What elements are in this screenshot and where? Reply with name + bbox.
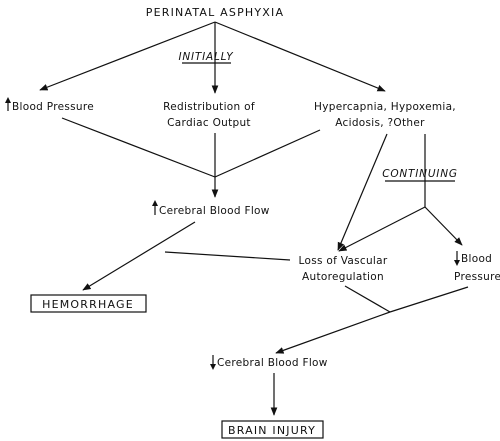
- line-bp-up-to-cbf: [61, 117, 216, 178]
- up-arrow-icon: [5, 97, 11, 111]
- hypercapnia-label-line2: Acidosis, ?Other: [335, 117, 425, 129]
- cerebral-blood-flow-up-label: Cerebral Blood Flow: [159, 205, 270, 217]
- arrow-junction-to-cbf-down: [275, 311, 391, 354]
- arrow-to-hypercapnia: [214, 21, 386, 92]
- line-loss-to-junction: [344, 285, 391, 313]
- blood-pressure-up-label: Blood Pressure: [12, 101, 94, 113]
- redistribution-label-line2: Cardiac Output: [167, 117, 251, 129]
- brain-injury-box: [221, 420, 324, 439]
- cerebral-blood-flow-down-label: Cerebral Blood Flow: [217, 357, 328, 369]
- loss-of-vascular-label-line1: Loss of Vascular: [299, 255, 388, 267]
- line-bp-down-to-junction: [389, 286, 469, 313]
- arrow-cbf-to-hemorrhage: [82, 221, 196, 291]
- arrow-continuing-to-loss: [338, 206, 426, 252]
- hemorrhage-label: HEMORRHAGE: [42, 298, 134, 311]
- arrow-continuing-to-bp-down: [424, 206, 463, 246]
- blood-pressure-down-label-line2: Pressure: [454, 271, 500, 283]
- redistribution-label-line1: Redistribution of: [163, 101, 255, 113]
- blood-pressure-down-label-line1: Blood: [461, 253, 492, 265]
- hypercapnia-label-line1: Hypercapnia, Hypoxemia,: [314, 101, 456, 113]
- brain-injury-label: BRAIN INJURY: [228, 424, 316, 437]
- hemorrhage-box: [30, 294, 147, 313]
- line-hypercapnia-to-cbf: [214, 129, 321, 178]
- loss-of-vascular-label-line2: Autoregulation: [302, 271, 384, 283]
- initially-label: INITIALLY: [178, 51, 234, 63]
- perinatal-asphyxia-label: PERINATAL ASPHYXIA: [146, 6, 284, 19]
- line-loss-to-hemorrhage: [164, 251, 291, 261]
- down-arrow-icon: [454, 251, 460, 266]
- arrow-hypercapnia-to-loss: [337, 133, 388, 251]
- continuing-label: CONTINUING: [382, 168, 458, 180]
- arrow-to-bp-up: [39, 21, 216, 91]
- up-arrow-icon: [152, 200, 158, 215]
- down-arrow-icon: [210, 355, 216, 370]
